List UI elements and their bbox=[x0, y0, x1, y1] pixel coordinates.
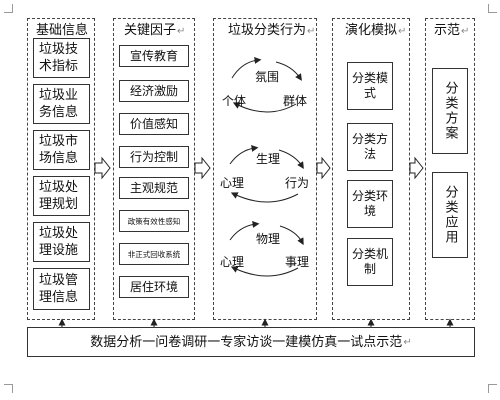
flow-arrow-1 bbox=[94, 156, 111, 180]
cycle-arc bbox=[278, 149, 304, 169]
key-factor-item: 经济激励 bbox=[119, 80, 189, 102]
cycle-label-right: 群体 bbox=[283, 94, 308, 108]
demo-title: 示范↵ bbox=[434, 23, 470, 38]
cycle-label-left: 心理 bbox=[220, 255, 245, 269]
flow-arrow-3 bbox=[316, 156, 331, 180]
cycle-label-top: 氛围 bbox=[255, 70, 280, 84]
simulation-item: 分类模式 bbox=[347, 62, 393, 110]
cycle-arc bbox=[232, 102, 297, 113]
basic-info-item: 垃圾管理信息 bbox=[33, 268, 90, 310]
basic-info-item: 垃圾处理规划 bbox=[33, 176, 90, 216]
behavior-title: 垃圾分类行为↵ bbox=[228, 23, 316, 38]
demo-item: 分类方案 bbox=[432, 68, 468, 154]
cycle-arc bbox=[231, 56, 262, 79]
cycle-label-top: 生理 bbox=[256, 152, 281, 166]
cycle-label-right: 事理 bbox=[285, 255, 310, 269]
key-factor-item: 行为控制 bbox=[119, 146, 189, 168]
simulation-item: 分类机制 bbox=[347, 238, 393, 286]
cycle-label-left: 心理 bbox=[220, 176, 245, 190]
cycle-label-left: 个体 bbox=[222, 94, 247, 108]
corner-mark bbox=[488, 4, 497, 13]
basic-info-item: 垃圾技术指标 bbox=[33, 38, 90, 78]
flow-arrow-4 bbox=[409, 156, 424, 180]
key-factor-item: 宣传教育 bbox=[119, 45, 189, 67]
cycle-arc bbox=[230, 266, 299, 277]
key-factor-item: 非正式回收系统 bbox=[119, 243, 189, 265]
flow-arrow-2 bbox=[194, 156, 211, 180]
cycle-arc bbox=[229, 220, 260, 241]
corner-mark bbox=[4, 384, 13, 393]
cycle-label-top: 物理 bbox=[256, 232, 281, 246]
cycle-arc bbox=[275, 61, 302, 81]
key-factor-item: 政策有效性感知 bbox=[119, 210, 189, 232]
cycle-arc bbox=[279, 225, 304, 246]
cycle-arc bbox=[230, 192, 299, 203]
simulation-item: 分类环境 bbox=[347, 180, 393, 228]
basic-info-item: 垃圾处理设施 bbox=[33, 222, 90, 262]
corner-mark bbox=[488, 384, 497, 393]
basic-info-item: 垃圾市场信息 bbox=[33, 130, 90, 170]
bottom-method-bar: 数据分析一问卷调研一专家访谈一建模仿真一试点示范↵ bbox=[27, 327, 475, 357]
key-factors-column: 关键因子↵ bbox=[113, 18, 195, 320]
behavior-column: 垃圾分类行为↵ bbox=[213, 18, 317, 320]
corner-mark bbox=[4, 4, 13, 13]
key-factor-item: 主观规范 bbox=[119, 177, 189, 199]
simulation-item: 分类方法 bbox=[347, 123, 393, 171]
cycle-arc bbox=[229, 144, 259, 165]
key-factors-title: 关键因子↵ bbox=[124, 23, 186, 38]
key-factor-item: 价值感知 bbox=[119, 113, 189, 135]
cycle-label-right: 行为 bbox=[285, 176, 310, 190]
simulation-title: 演化模拟↵ bbox=[345, 23, 407, 38]
key-factor-item: 居住环境 bbox=[119, 276, 189, 298]
demo-item: 分类应用 bbox=[432, 172, 468, 258]
basic-info-item: 垃圾业务信息 bbox=[33, 84, 90, 124]
